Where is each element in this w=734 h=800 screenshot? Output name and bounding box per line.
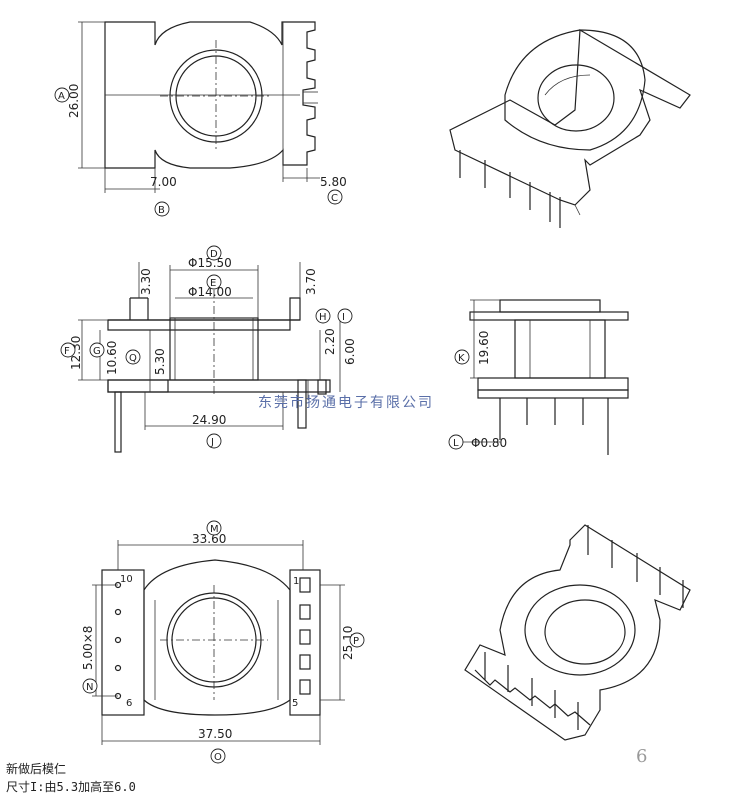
- label-D: D: [210, 249, 218, 260]
- label-D-circle: [206, 245, 222, 261]
- dim-M-value: 33.60: [192, 532, 226, 546]
- front-view: Φ15.50 D Φ14.00 E 3.30 3.70 12.30 F 10.6…: [60, 245, 357, 453]
- page-number: 6: [636, 746, 647, 767]
- label-Q-circle: [125, 349, 141, 365]
- label-N-circle: [82, 678, 98, 694]
- dim-Q-value: 5.30: [153, 348, 167, 375]
- label-I-circle: [337, 308, 353, 324]
- pin-5-label: 5: [292, 698, 298, 709]
- dim-E-value: Φ14.00: [188, 285, 232, 299]
- label-C: C: [331, 193, 338, 204]
- label-F: F: [64, 346, 70, 357]
- dim-I-value: 6.00: [343, 338, 357, 365]
- label-L: L: [453, 438, 459, 449]
- label-A: A: [58, 91, 65, 102]
- dim-J-value: 24.90: [192, 413, 226, 427]
- isometric-view-1: [449, 28, 691, 228]
- label-C-circle: [327, 189, 343, 205]
- note-line-1: 新做后模仁: [6, 762, 67, 776]
- label-P-circle: [349, 632, 365, 648]
- label-G: G: [93, 346, 101, 357]
- pin-6-label: 6: [126, 698, 132, 709]
- label-K: K: [458, 353, 465, 364]
- label-Q: Q: [129, 353, 137, 364]
- dim-N-value: 5.00×8: [81, 626, 95, 670]
- isometric-view-2: [464, 524, 691, 741]
- label-J-circle: [206, 433, 222, 449]
- note-line-2: 尺寸I:由5.3加高至6.0: [6, 780, 136, 794]
- pin-1-label: 1: [293, 576, 299, 587]
- label-K-circle: [454, 349, 470, 365]
- label-E-circle: [206, 274, 222, 290]
- label-H-circle: [315, 308, 331, 324]
- label-L-circle: [448, 434, 464, 450]
- dim-P-value: 25.10: [341, 626, 355, 660]
- label-M: M: [210, 524, 219, 535]
- pin-10-label: 10: [120, 574, 133, 585]
- dim-O-value: 37.50: [198, 727, 232, 741]
- label-P: P: [353, 636, 359, 647]
- dim-3-70-value: 3.70: [304, 268, 318, 295]
- label-J: J: [210, 437, 214, 448]
- label-H: H: [319, 312, 327, 323]
- top-view: 26.00 A 7.00 B 5.80 C: [54, 21, 347, 217]
- dim-3-30-value: 3.30: [139, 268, 153, 295]
- label-B: B: [158, 205, 165, 216]
- side-view: 19.60 K Φ0.80 L: [448, 299, 629, 455]
- label-F-circle: [60, 342, 76, 358]
- dim-C-value: 5.80: [320, 175, 347, 189]
- label-A-circle: [54, 87, 70, 103]
- dim-A-value: 26.00: [67, 84, 81, 118]
- label-M-circle: [206, 520, 222, 536]
- dim-L-value: Φ0.80: [471, 436, 507, 450]
- company-watermark: 东莞市扬通电子有限公司: [258, 394, 434, 411]
- label-O-circle: [210, 748, 226, 764]
- label-B-circle: [154, 201, 170, 217]
- label-E: E: [210, 278, 216, 289]
- label-I: I: [342, 312, 345, 323]
- label-G-circle: [89, 342, 105, 358]
- dim-B-value: 7.00: [150, 175, 177, 189]
- dim-K-value: 19.60: [477, 331, 491, 365]
- dim-G-value: 10.60: [105, 341, 119, 375]
- dim-D-value: Φ15.50: [188, 256, 232, 270]
- label-N: N: [86, 682, 93, 693]
- dim-H-value: 2.20: [323, 328, 337, 355]
- label-O: O: [214, 752, 222, 763]
- bottom-view: 10 6 1 5 33.60 M 5.00×8 N 37.50 O 25.10 …: [81, 520, 365, 764]
